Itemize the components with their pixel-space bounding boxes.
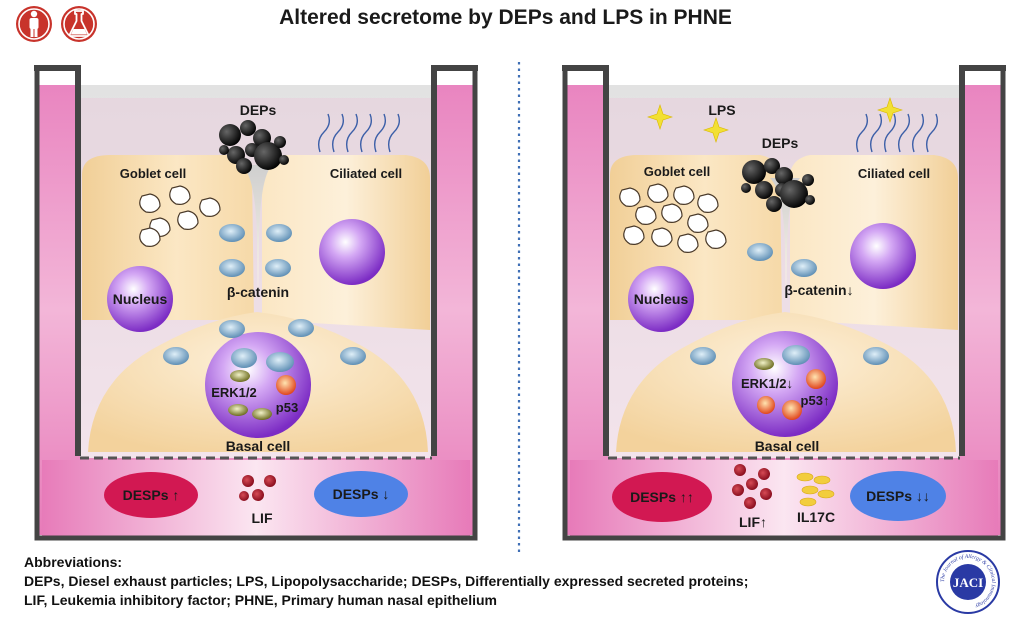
nucleus-label: Nucleus (113, 291, 168, 307)
desps-up-ellipse (104, 472, 198, 518)
goblet-cell-label: Goblet cell (644, 164, 710, 179)
lif-particles (732, 464, 772, 509)
right-panel: LPS DEPs Goblet cell Ciliated cell Nucle… (562, 65, 1006, 541)
p53-label: p53 (276, 400, 298, 415)
desps-up-label: DESPs ↑ (123, 487, 180, 503)
lps-stars (647, 97, 903, 143)
nucleus (107, 266, 173, 332)
human-icon (16, 6, 52, 42)
il17c-label: IL17C (797, 509, 835, 525)
nucleus-label: Nucleus (634, 291, 689, 307)
erk-label: ERK1/2↓ (741, 376, 793, 391)
p53-particles (757, 369, 826, 420)
desps-down-label: DESPs ↓ (333, 486, 390, 502)
erk-label: ERK1/2 (211, 385, 257, 400)
lif-label: LIF↑ (739, 514, 767, 530)
nucleus (319, 219, 385, 285)
abbreviations-line-1: DEPs, Diesel exhaust particles; LPS, Lip… (24, 573, 749, 589)
goblet-cell-label: Goblet cell (120, 166, 186, 181)
p53-particle (276, 375, 296, 395)
beta-catenin-vesicles (163, 224, 366, 372)
ciliated-cell-label: Ciliated cell (858, 166, 930, 181)
mucus-granules (619, 183, 727, 253)
flask-icon (61, 6, 97, 42)
basal-cell-label: Basal cell (226, 438, 291, 454)
abbreviations-line-2: LIF, Leukemia inhibitory factor; PHNE, P… (24, 592, 497, 608)
il17c-particles (796, 472, 835, 507)
beta-catenin-label: β-catenin (227, 284, 289, 300)
lps-label: LPS (708, 102, 735, 118)
lif-particles (239, 475, 276, 501)
ciliated-cell-label: Ciliated cell (330, 166, 402, 181)
desps-down-ellipse (314, 471, 408, 517)
lif-label: LIF (252, 510, 273, 526)
cilia (855, 113, 939, 153)
mucus-granules (139, 185, 221, 247)
desps-up-ellipse (612, 472, 712, 522)
desps-down-ellipse (850, 471, 946, 521)
deps-particles (741, 158, 815, 212)
deps-label: DEPs (762, 135, 799, 151)
journal-logo: The Journal of Allergy & Clinical Immuno… (936, 550, 1000, 614)
cilia (317, 113, 401, 153)
nucleus (850, 223, 916, 289)
nucleus (628, 266, 694, 332)
left-panel: DEPs Goblet cell Ciliated cell Nucleus β… (34, 65, 478, 541)
journal-logo-text: JACI (953, 575, 983, 590)
beta-catenin-vesicles (690, 243, 889, 365)
beta-catenin-label: β-catenin↓ (784, 282, 853, 298)
nucleus (732, 331, 838, 437)
erk-particles (228, 370, 272, 420)
basal-cell-label: Basal cell (755, 438, 820, 454)
deps-particles (219, 120, 289, 174)
desps-up-label: DESPs ↑↑ (630, 489, 694, 505)
p53-label: p53↑ (801, 393, 830, 408)
abbreviations: Abbreviations: DEPs, Diesel exhaust part… (24, 553, 748, 610)
abbreviations-heading: Abbreviations: (24, 554, 123, 570)
desps-down-label: DESPs ↓↓ (866, 488, 930, 504)
erk-particles (754, 358, 774, 370)
deps-label: DEPs (240, 102, 277, 118)
figure-title: Altered secretome by DEPs and LPS in PHN… (279, 6, 732, 29)
